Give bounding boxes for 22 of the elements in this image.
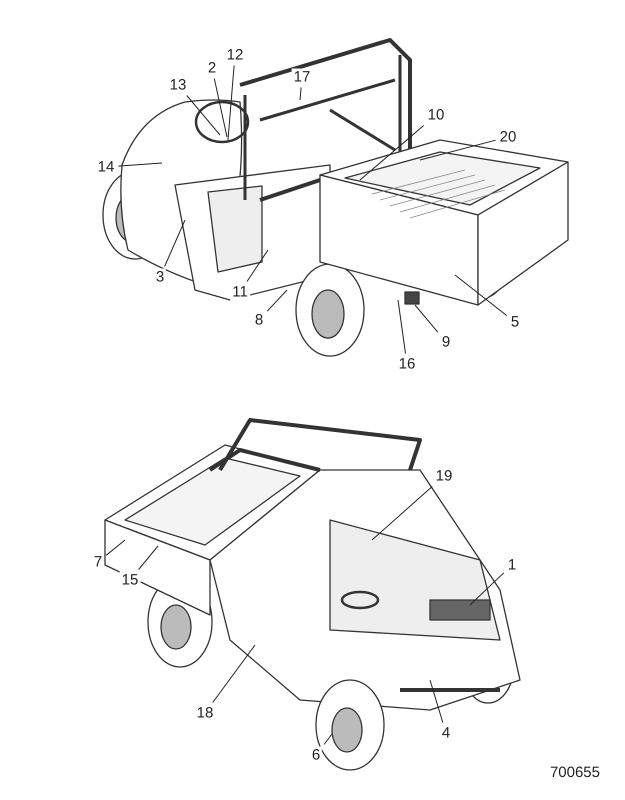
- leader-line: [470, 572, 504, 606]
- leader-line: [228, 65, 235, 140]
- leader-line: [372, 486, 433, 540]
- leader-line: [246, 250, 268, 282]
- leader-line: [420, 140, 496, 160]
- leader-line: [164, 220, 186, 267]
- leader-line: [414, 304, 438, 333]
- leader-line: [324, 734, 332, 745]
- leader-line: [214, 78, 228, 138]
- leader-line: [398, 300, 406, 354]
- leader-line: [454, 274, 508, 316]
- leader-line: [118, 162, 162, 167]
- leader-line: [360, 125, 424, 180]
- drawing-number: 700655: [550, 764, 600, 781]
- leader-line: [300, 87, 302, 100]
- leader-line: [212, 644, 256, 703]
- leader-line: [430, 680, 444, 723]
- leader-line: [186, 95, 220, 136]
- leader-line: [266, 290, 288, 312]
- leader-line: [106, 540, 126, 556]
- leader-line: [138, 546, 158, 570]
- callout-number: 11: [230, 284, 250, 300]
